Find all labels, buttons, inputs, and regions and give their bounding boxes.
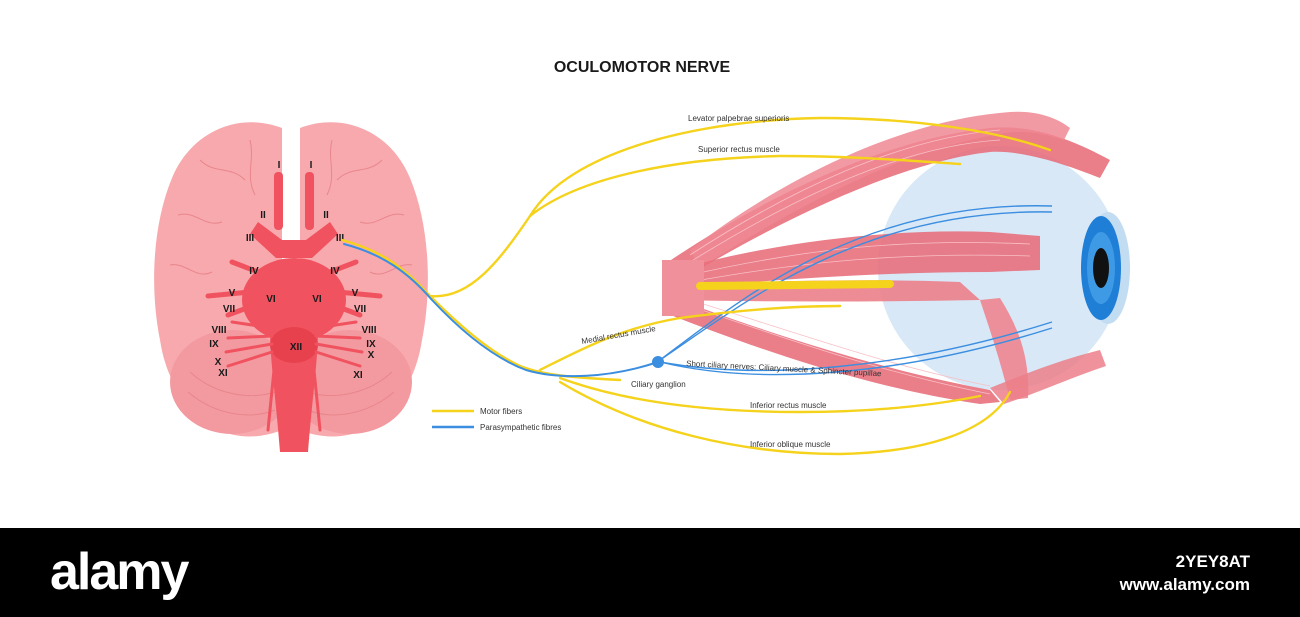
cn-label-ii-right: II [323,210,329,221]
levator-muscle [690,111,1070,268]
optic-chiasm [250,222,338,258]
cn-label-iii-right: III [336,233,345,244]
legend: Motor fibers Parasympathetic fibres [432,407,561,432]
cn-label-viii-left: VIII [211,325,226,336]
medulla-bulge [270,327,318,363]
motor-to-medial-rectus [538,304,842,372]
cn-label-v-left: V [229,288,236,299]
cn-label-x-left: X [215,357,222,368]
label-inferior-oblique: Inferior oblique muscle [750,440,831,449]
oblique-band [990,350,1106,404]
ciliary-ganglion [652,356,664,368]
extraocular-muscles [662,111,1110,404]
cn-label-vii-right: VII [354,304,366,315]
short-ciliary-nerves [659,205,1053,376]
motor-to-inferior-rectus [558,376,982,414]
cn-label-ix-left: IX [209,339,219,350]
cn-label-v-right: V [352,288,359,299]
motor-to-inferior-oblique [558,380,1012,456]
label-inferior-rectus: Inferior rectus muscle [750,401,827,410]
label-medial-rectus: Medial rectus muscle [581,324,657,346]
nerve-branches [205,259,383,318]
watermark-footer: alamy 2YEY8AT www.alamy.com [0,528,1300,617]
motor-to-superior-rectus [528,154,962,218]
brain-illustration: I I II II III III IV IV V V VI VI VII VI… [154,122,428,452]
legend-motor-label: Motor fibers [480,407,522,416]
cn-label-ix-right: IX [366,339,376,350]
cn-label-xi-left: XI [218,368,228,379]
inferior-oblique-muscle [980,298,1029,400]
cn-label-vi-right: VI [312,294,322,305]
cranial-nerve-labels: I I II II III III IV IV V V VI VI VII VI… [209,160,376,381]
cn-label-iii-left: III [246,233,255,244]
cn-label-vi-left: VI [266,294,276,305]
motor-to-levator [428,116,1052,298]
cn-label-i-right: I [310,160,313,171]
cn-label-iv-right: IV [330,266,340,277]
cn-label-xi-right: XI [353,370,363,381]
diagram-canvas: OCULOMOTOR NERVE [154,59,1130,456]
label-ciliary-ganglion: Ciliary ganglion [631,380,686,389]
motor-muscle-insert [696,280,894,290]
label-levator: Levator palpebrae superioris [688,114,789,123]
cn-label-viii-right: VIII [361,325,376,336]
diagram-title: OCULOMOTOR NERVE [554,59,731,76]
cn-label-ii-left: II [260,210,266,221]
cn-label-xii: XII [290,342,302,353]
lower-nerve-branches [224,320,364,432]
footer-image-id: 2YEY8AT [1175,552,1250,571]
pupil [1093,248,1109,288]
pons [242,258,346,342]
oculomotor-diagram: OCULOMOTOR NERVE [154,59,1130,456]
footer-brand-logo: alamy [50,543,189,601]
nerve-pathways [340,116,1052,456]
eye-illustration [659,111,1130,404]
legend-parasympathetic-label: Parasympathetic fibres [480,423,561,432]
lateral-rectus-muscle [668,231,1040,290]
footer-site-url: www.alamy.com [1119,575,1250,594]
cn-label-x-right: X [368,350,375,361]
olfactory-tracts [274,172,314,230]
brain-gyri [169,139,413,416]
cn-label-vii-left: VII [223,304,235,315]
cn-label-iv-left: IV [249,266,259,277]
parasympathetic-fiber [343,243,659,378]
label-superior-rectus: Superior rectus muscle [698,145,780,154]
cn-label-i-left: I [278,160,281,171]
